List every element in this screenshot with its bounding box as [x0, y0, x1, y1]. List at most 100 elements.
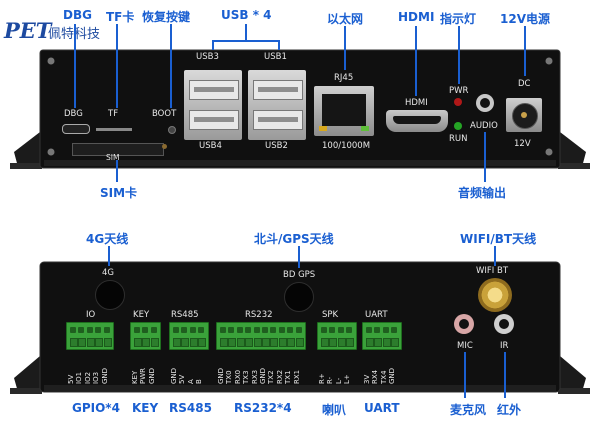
terminal-screw[interactable]: [329, 327, 336, 333]
rj45-port[interactable]: [314, 86, 374, 136]
callout-gpio: GPIO*4: [72, 401, 120, 415]
terminal-screw[interactable]: [337, 327, 344, 333]
callout-hdmi-line: [415, 26, 417, 96]
callout-dbg-line: [74, 24, 76, 108]
terminal-hole: [366, 338, 374, 347]
label-rj45: RJ45: [334, 73, 354, 83]
terminal-screw[interactable]: [173, 327, 179, 333]
label-run: RUN: [449, 134, 468, 144]
pin-label: TX3: [242, 370, 251, 384]
terminal-screw[interactable]: [287, 327, 294, 333]
callout-usb: USB * 4: [221, 8, 272, 22]
label-dc: DC: [518, 79, 531, 89]
usb3-port[interactable]: [189, 80, 239, 100]
terminal-screw[interactable]: [198, 327, 205, 333]
usb1-port[interactable]: [253, 80, 303, 100]
terminal-block-rs232[interactable]: [216, 322, 306, 350]
callout-hdmi: HDMI: [398, 10, 435, 24]
terminal-screw[interactable]: [236, 327, 243, 333]
wifi-antenna-port[interactable]: [478, 278, 512, 312]
terminal-screw[interactable]: [189, 327, 196, 333]
terminal-screw[interactable]: [262, 327, 268, 333]
terminal-screw[interactable]: [374, 327, 381, 333]
terminal-screw[interactable]: [346, 327, 353, 333]
terminal-block-spk[interactable]: [317, 322, 357, 350]
terminal-hole: [270, 338, 279, 347]
ir-jack[interactable]: [494, 314, 514, 334]
terminal-hole: [103, 338, 112, 347]
terminal-hole: [198, 338, 207, 347]
label-4g: 4G: [102, 268, 114, 278]
terminal-screw[interactable]: [220, 327, 226, 333]
terminal-screw[interactable]: [134, 327, 140, 333]
terminal-hole: [245, 338, 254, 347]
terminal-screw[interactable]: [270, 327, 277, 333]
dc-power-jack[interactable]: [506, 98, 542, 132]
terminal-hole: [337, 338, 346, 347]
terminal-hole: [321, 338, 329, 347]
callout-ir-line: [504, 352, 506, 398]
usb2-port[interactable]: [253, 110, 303, 130]
sim-card-slot[interactable]: [72, 143, 164, 156]
callout-tf: TF卡: [106, 10, 135, 24]
terminal-screw[interactable]: [142, 327, 149, 333]
callout-led: 指示灯: [440, 12, 477, 26]
boot-button[interactable]: [168, 126, 176, 134]
pin-label: GND: [388, 367, 397, 384]
hdmi-port[interactable]: [386, 110, 448, 132]
callout-gps-line: [298, 246, 300, 268]
terminal-screw[interactable]: [150, 327, 157, 333]
callout-dbg: DBG: [63, 8, 92, 22]
terminal-screw[interactable]: [95, 327, 102, 333]
usb4-port[interactable]: [189, 110, 239, 130]
pin-label: R-: [326, 376, 335, 384]
tf-card-slot[interactable]: [96, 128, 132, 131]
label-io: IO: [86, 310, 96, 320]
mic-jack[interactable]: [454, 314, 474, 334]
terminal-screw[interactable]: [86, 327, 93, 333]
terminal-hole: [382, 338, 391, 347]
terminal-block-io[interactable]: [66, 322, 114, 350]
label-usb3: USB3: [196, 52, 219, 62]
terminal-screw[interactable]: [70, 327, 76, 333]
callout-usb-bracket-h: [212, 40, 280, 42]
label-uart: UART: [365, 310, 388, 320]
pin-label: IO3: [92, 371, 101, 384]
pin-label: RX2: [275, 369, 284, 384]
4g-antenna-port[interactable]: [95, 280, 125, 310]
terminal-hole: [236, 338, 245, 347]
terminal-screw[interactable]: [245, 327, 252, 333]
terminal-screw[interactable]: [382, 327, 389, 333]
label-dbg: DBG: [64, 109, 83, 119]
callout-wifi-antenna: WIFI/BT天线: [460, 232, 537, 246]
terminal-hole: [278, 338, 287, 347]
label-12v: 12V: [514, 139, 531, 149]
terminal-screw[interactable]: [78, 327, 85, 333]
terminal-screw[interactable]: [295, 327, 302, 333]
callout-ethernet-line: [344, 26, 346, 70]
terminal-screw[interactable]: [253, 327, 260, 333]
pin-label: GND: [147, 367, 156, 384]
terminal-screw[interactable]: [181, 327, 188, 333]
terminal-screw[interactable]: [366, 327, 372, 333]
terminal-hole: [181, 338, 190, 347]
label-audio: AUDIO: [470, 121, 498, 131]
terminal-screw[interactable]: [278, 327, 285, 333]
terminal-screw[interactable]: [321, 327, 327, 333]
pwr-led: [454, 98, 462, 106]
terminal-screw[interactable]: [391, 327, 398, 333]
terminal-block-key[interactable]: [130, 322, 162, 350]
audio-jack[interactable]: [476, 94, 494, 112]
terminal-hole: [329, 338, 338, 347]
label-sim: SIM: [106, 153, 120, 162]
dbg-port[interactable]: [62, 124, 90, 134]
callout-uart: UART: [364, 401, 400, 415]
callout-ethernet: 以太网: [327, 12, 364, 26]
terminal-screw[interactable]: [103, 327, 110, 333]
terminal-block-uart[interactable]: [362, 322, 402, 350]
terminal-screw[interactable]: [228, 327, 235, 333]
gps-antenna-port[interactable]: [284, 282, 314, 312]
callout-rs485: RS485: [169, 401, 212, 415]
terminal-block-rs485[interactable]: [169, 322, 209, 350]
